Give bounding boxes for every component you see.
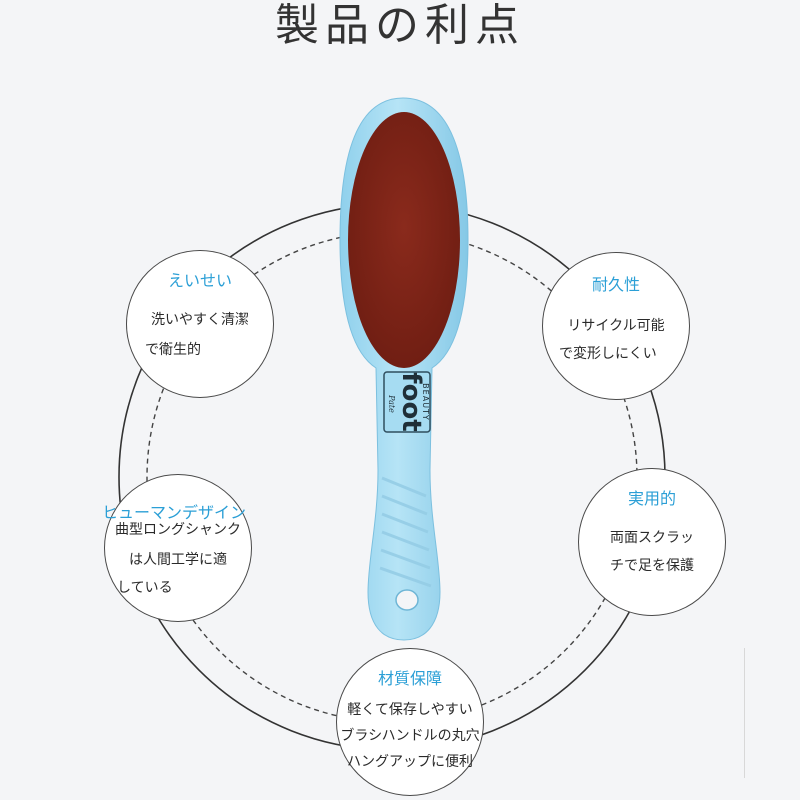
feature-heading: 実用的	[627, 489, 676, 508]
handle-grip-ribs	[379, 476, 432, 588]
feature-text-line: している	[117, 580, 173, 596]
brand-logo-top: BEAUTY	[421, 383, 430, 421]
feature-text-line: 軽くて保存しやすい	[347, 702, 473, 718]
hang-hole	[395, 589, 419, 611]
feature-text-line: リサイクル可能	[567, 318, 665, 334]
feature-bubble-human-design: ヒューマンデザイン 曲型ロングシャンク は人間工学に適 している	[101, 474, 252, 622]
feature-heading: 材質保障	[377, 669, 442, 688]
feature-text-line: 両面スクラッ	[610, 530, 694, 546]
edge-divider	[744, 648, 745, 778]
feature-text-line: で変形しにくい	[559, 346, 657, 362]
feature-bubble-practical: 実用的 両面スクラッ チで足を保護	[578, 468, 726, 616]
feature-text-line: ブラシハンドルの丸穴	[340, 728, 480, 744]
brand-logo-script: Pate	[387, 394, 396, 413]
brand-logo-main: foot	[396, 372, 426, 431]
feature-text-line: チで足を保護	[610, 558, 694, 574]
brand-logo-panel	[383, 371, 431, 433]
feature-text-line: は人間工学に適	[129, 552, 227, 568]
feature-text-line: で衛生的	[145, 342, 201, 358]
feature-heading: 耐久性	[591, 275, 640, 294]
feature-bubble-material: 材質保障 軽くて保存しやすい ブラシハンドルの丸穴 ハングアップに便利	[336, 648, 484, 796]
feature-text-line: ハングアップに便利	[347, 754, 473, 770]
abrasive-pad	[348, 112, 460, 368]
feature-text-line: 洗いやすく清潔	[151, 312, 249, 328]
feature-heading: ヒューマンデザイン	[101, 503, 246, 522]
feature-bubble-durability: 耐久性 リサイクル可能 で変形しにくい	[542, 252, 690, 400]
feature-text-line: 曲型ロングシャンク	[115, 522, 241, 538]
feature-heading: えいせい	[167, 271, 232, 290]
page-title: 製品の利点	[275, 0, 525, 51]
feature-bubble-hygiene: えいせい 洗いやすく清潔 で衛生的	[126, 250, 274, 398]
